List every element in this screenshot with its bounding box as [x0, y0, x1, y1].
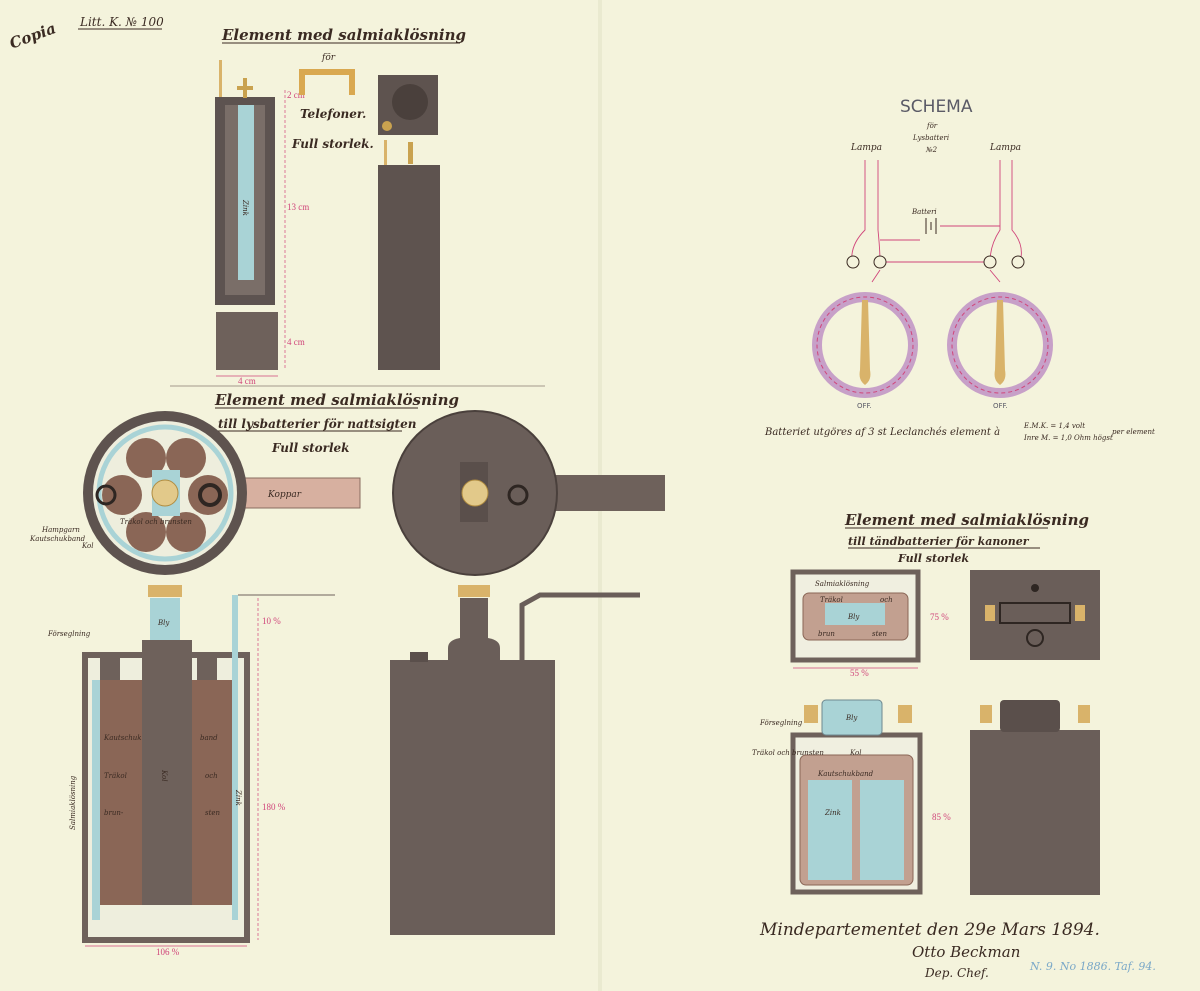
section-subtitle: till tändbatterier för kanoner: [848, 535, 1030, 548]
cell-side-exterior: [970, 730, 1100, 895]
schema-subject: Lysbatteri: [912, 134, 949, 142]
label: Zink: [824, 809, 841, 817]
cannon-battery-section: Element med salmiaklösning till tändbatt…: [752, 511, 1100, 895]
cell-bottom-view: [216, 312, 278, 370]
reference-label: Litt. K. № 100: [79, 15, 164, 29]
label: Träkol och brunsten: [120, 518, 192, 526]
label: Kol: [160, 769, 168, 782]
section-size: Full storlek.: [291, 137, 374, 151]
zinc-label: Zink: [241, 199, 249, 216]
label: Förseglning: [47, 630, 91, 638]
label: Salmiaklösning: [69, 775, 77, 830]
label: Zink: [234, 789, 242, 806]
signature-block: Mindepartementet den 29e Mars 1894. Otto…: [759, 920, 1156, 980]
battery-caption: Batteriet utgöres af 3 st Leclanchés ele…: [764, 427, 1000, 438]
zinc-rod: [238, 105, 254, 280]
label: sten: [872, 630, 888, 638]
label: Kautschuk: [103, 734, 142, 742]
dim-label: 106 %: [156, 947, 180, 957]
schema-number: №2: [925, 146, 938, 154]
label: Bly: [157, 619, 170, 627]
schema-for: för: [926, 122, 938, 130]
label: Träkol: [820, 596, 843, 604]
label: och: [205, 772, 218, 780]
battery-label: Batteri: [911, 208, 937, 216]
telephone-section: Element med salmiaklösning för Telefoner…: [215, 26, 466, 386]
lamp-label: Lampa: [989, 143, 1021, 153]
dim-label: 85 %: [932, 812, 951, 822]
dim-label: 2 cm: [287, 90, 305, 100]
spec-emf: E.M.K. = 1,4 volt: [1023, 422, 1085, 430]
dim-label: 4 cm: [287, 337, 305, 347]
signatory-name: Otto Beckman: [912, 943, 1020, 961]
label: Kol: [849, 749, 862, 757]
label: Bly: [847, 613, 860, 621]
dim-label: 4 cm: [238, 376, 256, 386]
dim-label: 55 %: [850, 668, 869, 678]
spec-resistance: Inre M. = 1,0 Ohm högst: [1023, 434, 1113, 442]
schema-title: SCHEMA: [900, 97, 973, 117]
label: Hampgarn: [41, 526, 80, 534]
brass-handle: [299, 69, 355, 95]
cell-exterior-view: [390, 660, 555, 935]
section-subtitle: för: [321, 53, 336, 63]
off-label: OFF.: [993, 402, 1008, 410]
wiring-schema: SCHEMA för Lysbatteri №2 Lampa Lampa Bat…: [764, 97, 1155, 442]
label: band: [200, 734, 218, 742]
label: brun-: [104, 809, 124, 817]
label: och: [880, 596, 893, 604]
cell-exterior: [378, 165, 440, 370]
label: Förseglning: [759, 719, 803, 727]
dim-label: 13 cm: [287, 202, 309, 212]
rheostat-right: [947, 292, 1053, 398]
section-subtitle: till lysbatterier för nattsigten: [218, 417, 416, 431]
section-size: Full storlek: [271, 441, 349, 455]
off-label: OFF.: [857, 402, 872, 410]
label: Träkol: [104, 772, 127, 780]
section-title: Element med salmiaklösning: [221, 26, 466, 44]
label: Kol: [81, 542, 94, 550]
light-battery-section: Element med salmiaklösning till lysbatte…: [29, 391, 665, 957]
ministry-date: Mindepartementet den 29e Mars 1894.: [759, 920, 1100, 940]
lamp-label: Lampa: [850, 143, 882, 153]
label: Kautschukband: [29, 535, 86, 543]
label: brun: [818, 630, 835, 638]
spec-per-element: per element: [1112, 428, 1155, 436]
label: Kautschukband: [817, 770, 874, 778]
label: sten: [205, 809, 221, 817]
rheostat-left: [812, 292, 918, 398]
signatory-title: Dep. Chef.: [924, 966, 989, 980]
lead-cap: [150, 598, 180, 640]
dim-label: 10 %: [262, 616, 281, 626]
archive-stamp: N. 9. No 1886. Taf. 94.: [1029, 960, 1156, 973]
label: Bly: [845, 714, 858, 722]
section-title: Element med salmiaklösning: [214, 391, 459, 409]
section-size: Full storlek: [897, 552, 969, 565]
section-title: Element med salmiaklösning: [844, 511, 1089, 529]
copper-label: Koppar: [267, 490, 302, 500]
dim-label: 75 %: [930, 612, 949, 622]
copper-strip: [224, 477, 361, 509]
dim-label: 180 %: [262, 802, 286, 812]
label: Träkol och brunsten: [752, 749, 824, 757]
label: Salmiaklösning: [815, 580, 870, 588]
section-purpose: Telefoner.: [300, 107, 366, 121]
